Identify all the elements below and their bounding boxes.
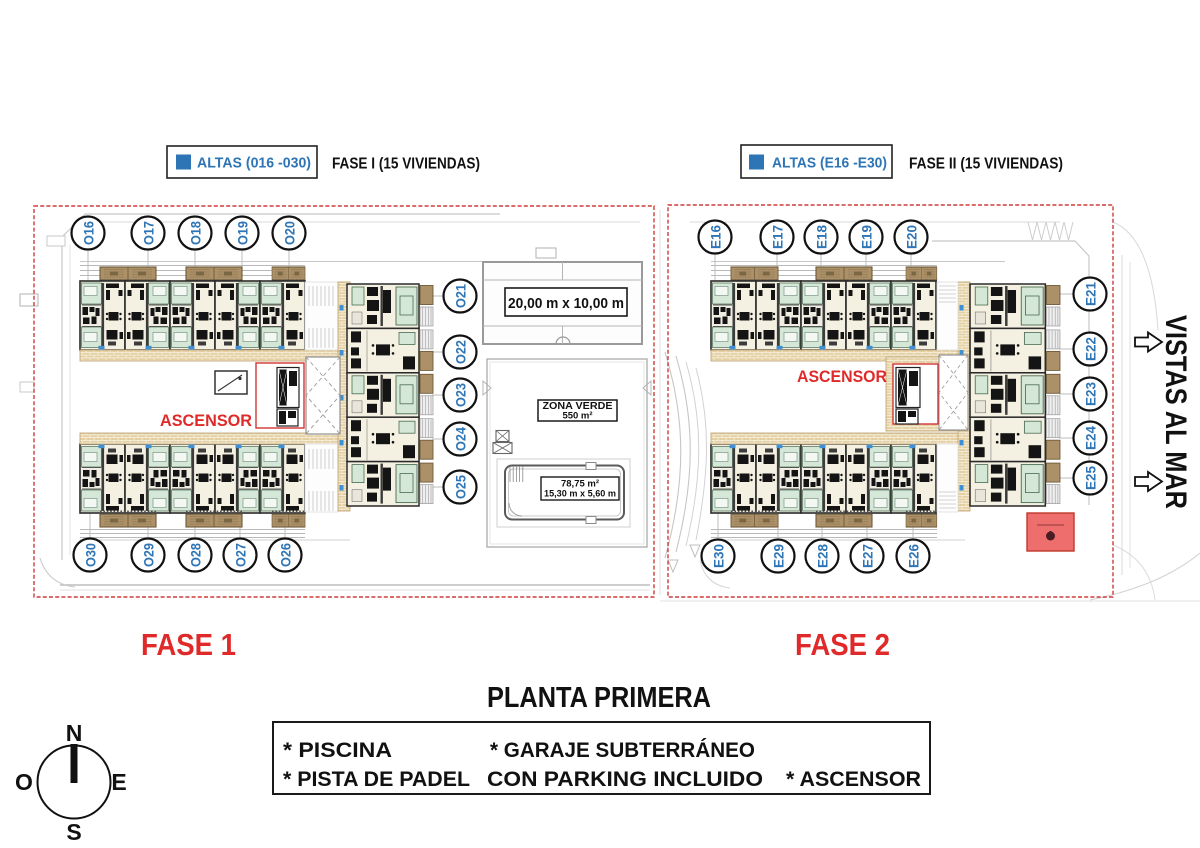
svg-text:* PISTA DE PADEL: * PISTA DE PADEL xyxy=(283,768,470,791)
svg-text:FASE I (15 VIVIENDAS): FASE I (15 VIVIENDAS) xyxy=(332,156,480,173)
svg-text:E20: E20 xyxy=(905,225,920,249)
svg-text:N: N xyxy=(66,720,83,746)
svg-text:E28: E28 xyxy=(816,544,831,568)
svg-text:E30: E30 xyxy=(712,544,727,568)
svg-text:FASE 1: FASE 1 xyxy=(141,627,236,662)
svg-text:O: O xyxy=(15,769,33,795)
svg-text:20,00 m x 10,00 m: 20,00 m x 10,00 m xyxy=(508,296,624,312)
svg-text:O30: O30 xyxy=(84,543,99,567)
svg-text:E23: E23 xyxy=(1084,382,1099,406)
svg-text:O16: O16 xyxy=(82,221,97,245)
svg-text:ASCENSOR: ASCENSOR xyxy=(797,367,887,386)
svg-text:E16: E16 xyxy=(709,225,724,249)
svg-text:ALTAS (E16 -E30): ALTAS (E16 -E30) xyxy=(772,156,887,172)
svg-text:ASCENSOR: ASCENSOR xyxy=(160,411,252,430)
svg-text:O17: O17 xyxy=(142,221,157,245)
svg-text:O22: O22 xyxy=(454,340,469,364)
svg-text:CON PARKING INCLUIDO: CON PARKING INCLUIDO xyxy=(487,768,763,791)
svg-text:E19: E19 xyxy=(860,225,875,249)
svg-text:O29: O29 xyxy=(142,543,157,567)
svg-text:E18: E18 xyxy=(815,225,830,249)
svg-text:FASE II (15 VIVIENDAS): FASE II (15 VIVIENDAS) xyxy=(909,156,1063,173)
svg-text:E: E xyxy=(111,769,126,795)
svg-text:E21: E21 xyxy=(1084,282,1099,306)
svg-text:15,30 m x 5,60 m: 15,30 m x 5,60 m xyxy=(544,489,616,500)
svg-text:* GARAJE SUBTERRÁNEO: * GARAJE SUBTERRÁNEO xyxy=(490,739,755,762)
svg-text:O20: O20 xyxy=(283,221,298,245)
svg-text:ZONA VERDE: ZONA VERDE xyxy=(543,400,613,412)
svg-text:O26: O26 xyxy=(279,543,294,567)
svg-text:PLANTA PRIMERA: PLANTA PRIMERA xyxy=(487,682,711,714)
svg-text:E24: E24 xyxy=(1084,426,1099,450)
svg-text:550 m²: 550 m² xyxy=(562,411,592,422)
svg-text:E25: E25 xyxy=(1084,466,1099,490)
svg-text:O19: O19 xyxy=(236,221,251,245)
svg-text:O18: O18 xyxy=(189,221,204,245)
svg-text:* ASCENSOR: * ASCENSOR xyxy=(786,768,921,791)
svg-text:* PISCINA: * PISCINA xyxy=(283,739,392,762)
svg-text:O23: O23 xyxy=(454,383,469,407)
svg-text:O28: O28 xyxy=(189,543,204,567)
svg-text:O25: O25 xyxy=(454,475,469,499)
svg-text:E26: E26 xyxy=(907,544,922,568)
svg-text:78,75 m²: 78,75 m² xyxy=(561,479,599,490)
svg-text:E29: E29 xyxy=(772,544,787,568)
svg-text:O21: O21 xyxy=(454,284,469,308)
svg-text:FASE 2: FASE 2 xyxy=(795,627,890,662)
svg-text:S: S xyxy=(66,819,81,845)
svg-text:O24: O24 xyxy=(454,427,469,451)
svg-text:VISTAS AL MAR: VISTAS AL MAR xyxy=(1159,315,1192,509)
svg-text:E22: E22 xyxy=(1084,337,1099,361)
svg-text:E27: E27 xyxy=(861,544,876,568)
svg-text:O27: O27 xyxy=(234,543,249,567)
svg-text:E17: E17 xyxy=(771,225,786,249)
svg-text:ALTAS (016 -030): ALTAS (016 -030) xyxy=(197,156,311,172)
